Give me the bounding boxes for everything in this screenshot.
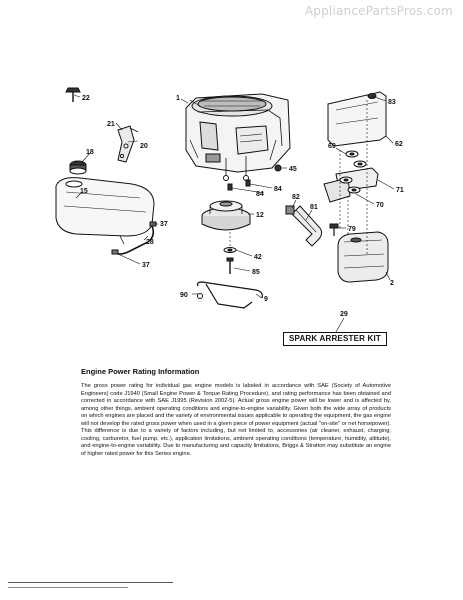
callout-85: 85 [252,269,260,276]
callout-22: 22 [82,95,90,102]
fuel-tank-part-15 [55,177,155,245]
callout-83: 83 [388,99,396,106]
washers-part-69 [339,150,367,194]
callout-1: 1 [176,95,180,102]
callout-37-bottom: 37 [142,262,150,269]
hardware-part-45 [274,164,282,172]
watermark: AppliancePartsPros.com [304,4,453,18]
callout-84-right: 84 [274,186,282,193]
callout-62: 62 [395,141,403,148]
pulley-part-12 [201,200,251,231]
rating-body: The gross power rating for individual ga… [81,383,391,457]
callout-79: 79 [348,226,356,233]
hardware-part-84 [227,179,251,191]
callout-28: 28 [146,239,154,246]
callout-69: 69 [328,143,336,150]
bracket-part-71 [323,167,379,203]
callout-21: 21 [107,121,115,128]
bolt-part-79 [329,223,339,236]
exhaust-pipe-part-81 [285,205,323,247]
callout-9: 9 [264,296,268,303]
callout-70: 70 [376,202,384,209]
callout-12: 12 [256,212,264,219]
bracket-part-20 [117,125,139,163]
callout-71: 71 [396,187,404,194]
callout-81: 81 [310,204,318,211]
muffler-part-2 [337,231,389,283]
callout-90: 90 [180,292,188,299]
rating-title: Engine Power Rating Information [81,367,200,376]
fuel-cap-part-18 [69,160,87,175]
callout-37-top: 37 [160,221,168,228]
callout-84-left: 84 [256,191,264,198]
leader-lines [73,94,395,333]
callout-2: 2 [390,280,394,287]
callout-18: 18 [86,149,94,156]
exploded-parts-diagram: 22 21 20 18 15 37 28 37 1 12 42 85 90 9 … [55,87,404,333]
heat-shield-part-62 [327,91,387,147]
bolt-part-85 [226,257,234,274]
spark-arrester-kit-label: SPARK ARRESTER KIT [283,332,387,346]
callout-20: 20 [140,143,148,150]
callout-29: 29 [340,311,348,318]
engine-part-1 [185,93,291,181]
rod-part-9 [196,281,263,309]
callout-15: 15 [80,188,88,195]
bottom-rule [8,582,173,583]
callout-45: 45 [289,166,297,173]
callout-42: 42 [254,254,262,261]
bolt-part-22 [65,87,81,102]
bottom-rule-secondary [8,587,128,588]
washer-part-42 [223,247,237,253]
callout-82: 82 [292,194,300,201]
